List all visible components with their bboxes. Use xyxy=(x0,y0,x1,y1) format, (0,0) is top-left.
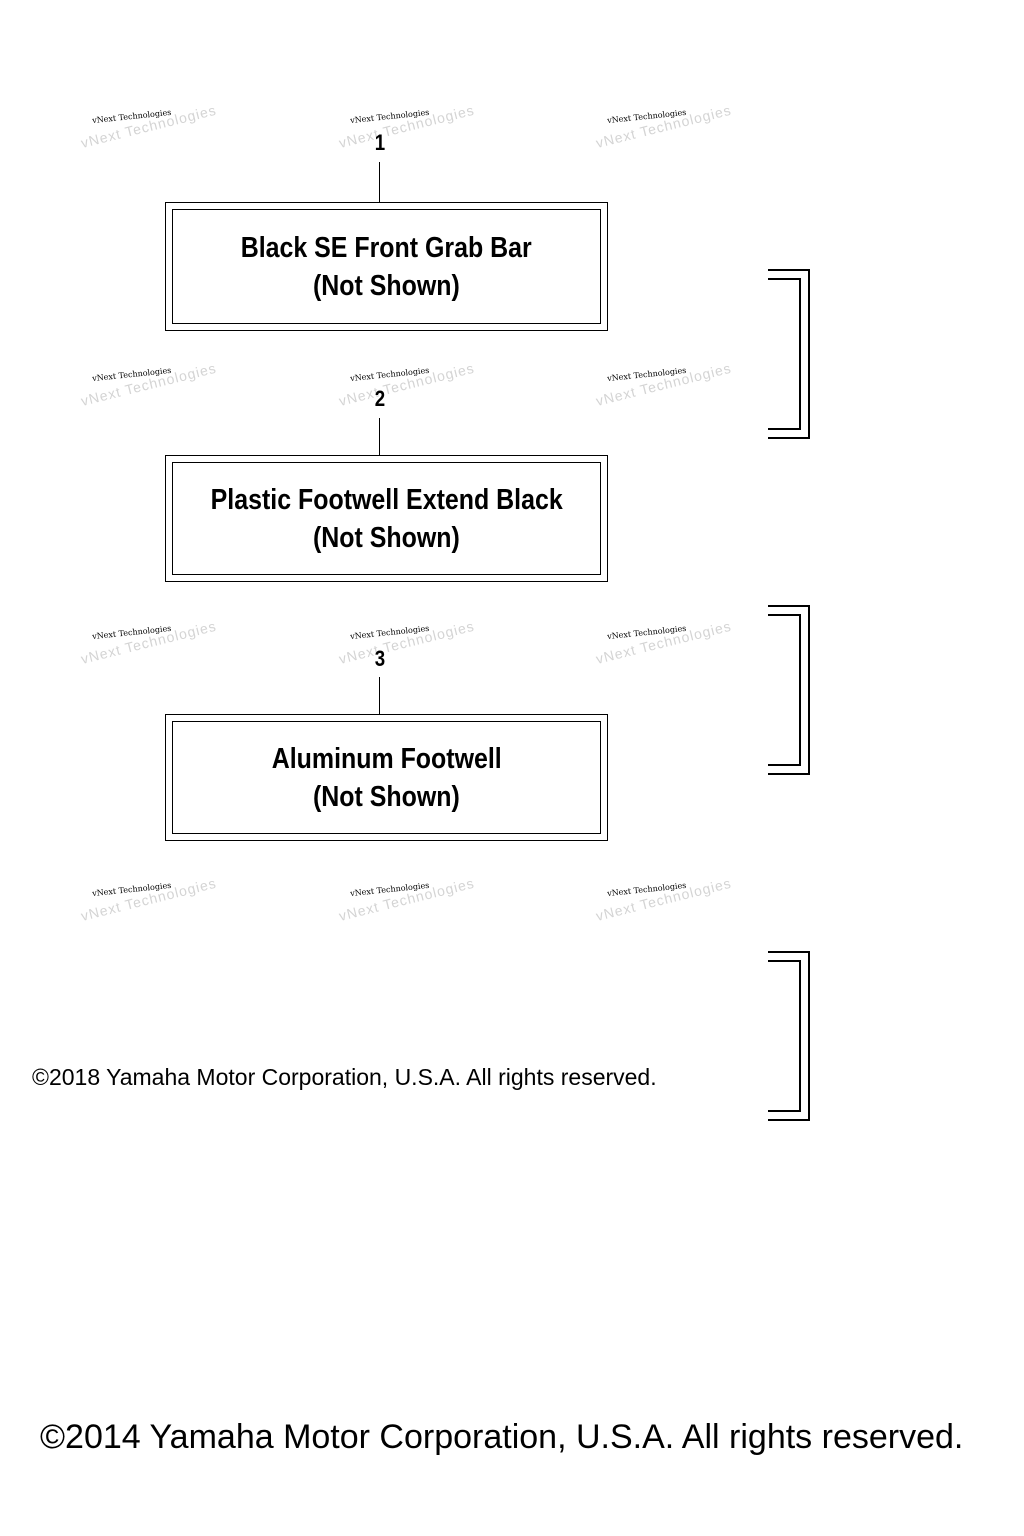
bracket-outer xyxy=(768,951,810,1121)
watermark-ghost: vNext Technologies xyxy=(594,359,734,409)
watermark-ghost: vNext Technologies xyxy=(79,617,219,667)
watermark-ghost: vNext Technologies xyxy=(337,101,477,151)
watermark-ghost: vNext Technologies xyxy=(594,617,734,667)
leader-line-3 xyxy=(379,677,380,715)
part-box-3[interactable]: Aluminum Footwell (Not Shown) xyxy=(165,714,608,841)
bracket-inner xyxy=(768,960,801,1112)
part-2-name: Plastic Footwell Extend Black xyxy=(210,483,563,516)
bracket-inner xyxy=(768,614,801,766)
callout-number-1: 1 xyxy=(374,130,386,155)
part-1-note: (Not Shown) xyxy=(313,269,460,302)
copyright-2018: ©2018 Yamaha Motor Corporation, U.S.A. A… xyxy=(32,1064,657,1090)
callout-number-3: 3 xyxy=(374,646,386,671)
watermark-ghost: vNext Technologies xyxy=(79,359,219,409)
watermark-ghost: vNext Technologies xyxy=(594,874,734,924)
leader-line-1 xyxy=(379,162,380,202)
watermark-ghost: vNext Technologies xyxy=(594,101,734,151)
part-box-2-inner: Plastic Footwell Extend Black (Not Shown… xyxy=(172,462,601,575)
part-1-name: Black SE Front Grab Bar xyxy=(240,231,533,264)
part-box-1[interactable]: Black SE Front Grab Bar (Not Shown) xyxy=(165,202,608,331)
watermark-ghost: vNext Technologies xyxy=(337,617,477,667)
part-3-note: (Not Shown) xyxy=(313,780,460,813)
bracket-inner xyxy=(768,278,801,430)
watermark-ghost: vNext Technologies xyxy=(79,874,219,924)
part-3-name: Aluminum Footwell xyxy=(271,742,502,775)
bracket-outer xyxy=(768,605,810,775)
bracket-1 xyxy=(768,269,810,439)
watermark-ghost: vNext Technologies xyxy=(337,874,477,924)
bracket-3 xyxy=(768,951,810,1121)
part-box-1-inner: Black SE Front Grab Bar (Not Shown) xyxy=(172,209,601,324)
watermark-ghost: vNext Technologies xyxy=(79,101,219,151)
copyright-2014: ©2014 Yamaha Motor Corporation, U.S.A. A… xyxy=(40,1418,964,1456)
bracket-outer xyxy=(768,269,810,439)
part-2-note: (Not Shown) xyxy=(313,521,460,554)
callout-number-2: 2 xyxy=(374,386,386,411)
leader-line-2 xyxy=(379,418,380,456)
bracket-2 xyxy=(768,605,810,775)
part-box-2[interactable]: Plastic Footwell Extend Black (Not Shown… xyxy=(165,455,608,582)
watermark-ghost: vNext Technologies xyxy=(337,359,477,409)
part-box-3-inner: Aluminum Footwell (Not Shown) xyxy=(172,721,601,834)
